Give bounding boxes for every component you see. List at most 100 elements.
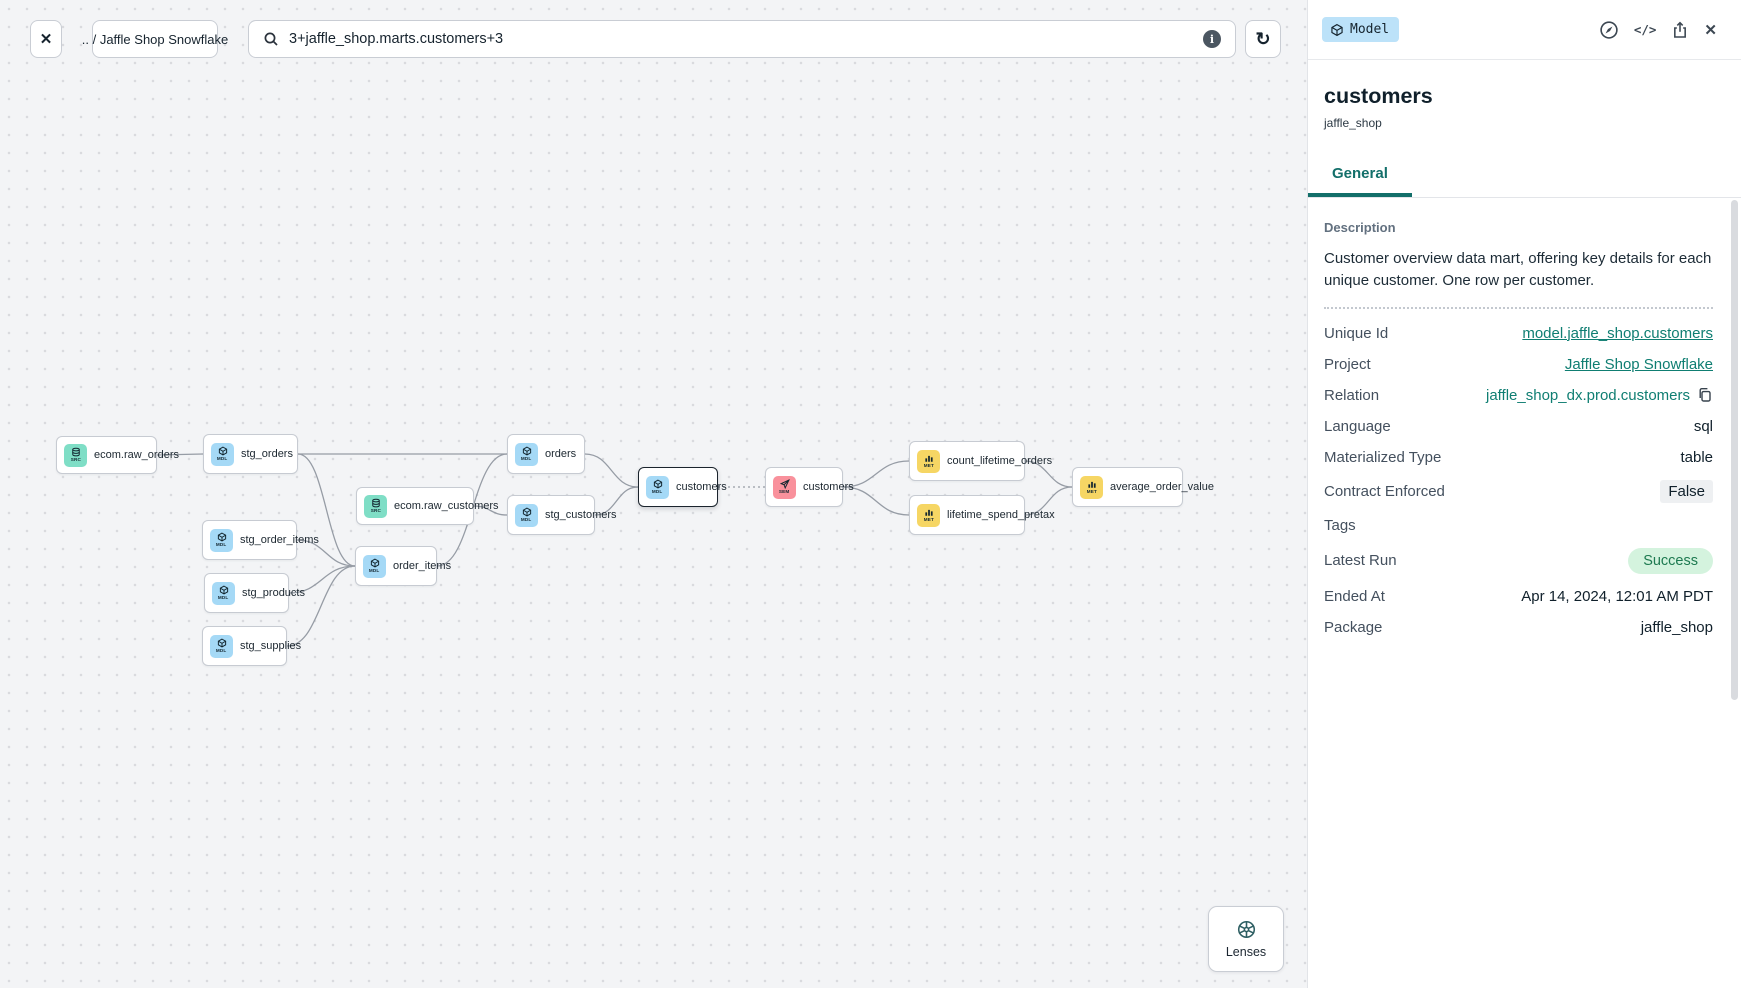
node-label: stg_products <box>242 587 305 599</box>
close-icon: ✕ <box>39 31 53 48</box>
field-label: Latest Run <box>1324 552 1397 569</box>
search-icon <box>263 31 279 47</box>
details-panel: Model </> ✕ customers jaffle_shop Gener <box>1307 0 1741 988</box>
lenses-button[interactable]: Lenses <box>1208 906 1284 972</box>
field-label: Ended At <box>1324 587 1385 605</box>
graph-node-stg_orders[interactable]: MDL stg_orders <box>203 434 298 474</box>
field-label: Unique Id <box>1324 324 1389 342</box>
database-icon: SRC <box>364 494 387 518</box>
chart-icon: MET <box>1080 475 1103 499</box>
cube-icon: MDL <box>212 581 235 605</box>
status-badge: Success <box>1628 547 1713 574</box>
graph-node-raw_orders[interactable]: SRC ecom.raw_orders <box>56 436 179 474</box>
panel-subtitle: jaffle_shop <box>1324 116 1382 130</box>
edge-orders-to-customers_mdl <box>584 453 639 488</box>
chart-icon: MET <box>917 503 940 527</box>
cube-icon: MDL <box>210 634 233 658</box>
send-icon: SEM <box>773 475 796 499</box>
cube-icon: MDL <box>515 503 538 527</box>
field-label: Language <box>1324 417 1391 435</box>
field-row-tags: Tags <box>1324 510 1713 541</box>
graph-node-stg_supplies[interactable]: MDL stg_supplies <box>202 626 301 666</box>
cube-icon: MDL <box>210 528 233 552</box>
node-label: lifetime_spend_pretax <box>947 509 1055 521</box>
field-value-materialized-type: table <box>1680 448 1713 466</box>
field-row-ended-at: Ended At Apr 14, 2024, 12:01 AM PDT <box>1324 581 1713 612</box>
node-label: customers <box>803 481 854 493</box>
panel-scrollbar[interactable] <box>1731 200 1738 700</box>
cube-icon: MDL <box>515 442 538 466</box>
tab-general[interactable]: General <box>1308 156 1412 197</box>
field-row-package: Package jaffle_shop <box>1324 612 1713 643</box>
cube-icon: MDL <box>211 442 234 466</box>
copy-icon[interactable] <box>1697 387 1713 403</box>
field-link-unique-id[interactable]: model.jaffle_shop.customers <box>1522 324 1713 342</box>
info-icon[interactable]: i <box>1203 30 1221 48</box>
panel-header: Model </> ✕ <box>1308 0 1741 60</box>
lineage-search[interactable]: i <box>248 20 1236 58</box>
edge-stg_supplies-to-order_items <box>286 565 356 647</box>
node-label: stg_customers <box>545 509 617 521</box>
graph-node-orders[interactable]: MDL orders <box>507 434 585 474</box>
graph-node-stg_order_items[interactable]: MDL stg_order_items <box>202 520 319 560</box>
field-label: Project <box>1324 355 1371 373</box>
lens-wheel-icon <box>1236 919 1257 940</box>
graph-node-stg_customers[interactable]: MDL stg_customers <box>507 495 617 535</box>
node-label: orders <box>545 448 577 460</box>
field-value-ended-at: Apr 14, 2024, 12:01 AM PDT <box>1521 587 1713 605</box>
field-row-contract-enforced: Contract Enforced False <box>1324 473 1713 510</box>
field-row-project: Project Jaffle Shop Snowflake <box>1324 349 1713 380</box>
panel-title: customers <box>1324 84 1433 108</box>
close-lineage-button[interactable]: ✕ <box>30 20 62 58</box>
refresh-icon: ↻ <box>1255 28 1271 49</box>
graph-node-average_order_value[interactable]: MET average_order_value <box>1072 467 1214 507</box>
graph-node-customers_sem[interactable]: SEM customers <box>765 467 854 507</box>
field-row-language: Language sql <box>1324 411 1713 442</box>
graph-node-customers_mdl[interactable]: MDL customers <box>638 467 727 507</box>
badge-label: Model <box>1350 22 1390 37</box>
cube-icon <box>1330 23 1344 37</box>
lenses-label: Lenses <box>1225 945 1267 959</box>
cube-icon: MDL <box>646 475 669 499</box>
field-link-project[interactable]: Jaffle Shop Snowflake <box>1564 355 1713 373</box>
node-label: average_order_value <box>1110 481 1214 493</box>
breadcrumb-label: .. / Jaffle Shop Snowflake <box>81 31 229 47</box>
node-label: order_items <box>393 560 452 572</box>
edge-stg_orders-to-order_items <box>297 453 356 567</box>
graph-node-order_items[interactable]: MDL order_items <box>355 546 451 586</box>
close-panel-icon[interactable]: ✕ <box>1704 21 1717 39</box>
field-label: Contract Enforced <box>1324 482 1445 500</box>
node-label: ecom.raw_orders <box>94 449 179 461</box>
node-label: stg_supplies <box>240 640 302 652</box>
search-input[interactable] <box>289 31 1193 47</box>
field-value-language: sql <box>1693 417 1713 435</box>
field-row-latest-run: Latest Run Success <box>1324 541 1713 581</box>
field-row-materialized-type: Materialized Type table <box>1324 442 1713 473</box>
node-label: ecom.raw_customers <box>394 500 499 512</box>
field-row-unique-id: Unique Id model.jaffle_shop.customers <box>1324 318 1713 349</box>
node-label: stg_order_items <box>240 534 319 546</box>
code-icon[interactable]: </> <box>1633 22 1657 37</box>
graph-node-stg_products[interactable]: MDL stg_products <box>204 573 305 613</box>
node-label: customers <box>676 481 727 493</box>
node-label: stg_orders <box>241 448 293 460</box>
graph-node-lifetime_spend_pretax[interactable]: MET lifetime_spend_pretax <box>909 495 1055 535</box>
breadcrumb[interactable]: .. / Jaffle Shop Snowflake <box>82 20 228 58</box>
field-label: Package <box>1324 618 1383 636</box>
explore-compass-icon[interactable] <box>1599 20 1619 40</box>
graph-node-raw_customers[interactable]: SRC ecom.raw_customers <box>356 487 499 525</box>
node-label: count_lifetime_orders <box>947 455 1053 467</box>
share-icon[interactable] <box>1671 21 1689 39</box>
panel-tabs: General <box>1308 156 1741 198</box>
contract-badge: False <box>1660 479 1713 503</box>
refresh-button[interactable]: ↻ <box>1245 20 1281 58</box>
field-label: Materialized Type <box>1324 448 1442 466</box>
field-value-package: jaffle_shop <box>1640 618 1713 636</box>
field-label: Relation <box>1324 386 1380 404</box>
divider <box>1324 306 1713 309</box>
cube-icon: MDL <box>363 554 386 578</box>
field-label: Tags <box>1324 516 1356 534</box>
database-icon: SRC <box>64 443 87 467</box>
